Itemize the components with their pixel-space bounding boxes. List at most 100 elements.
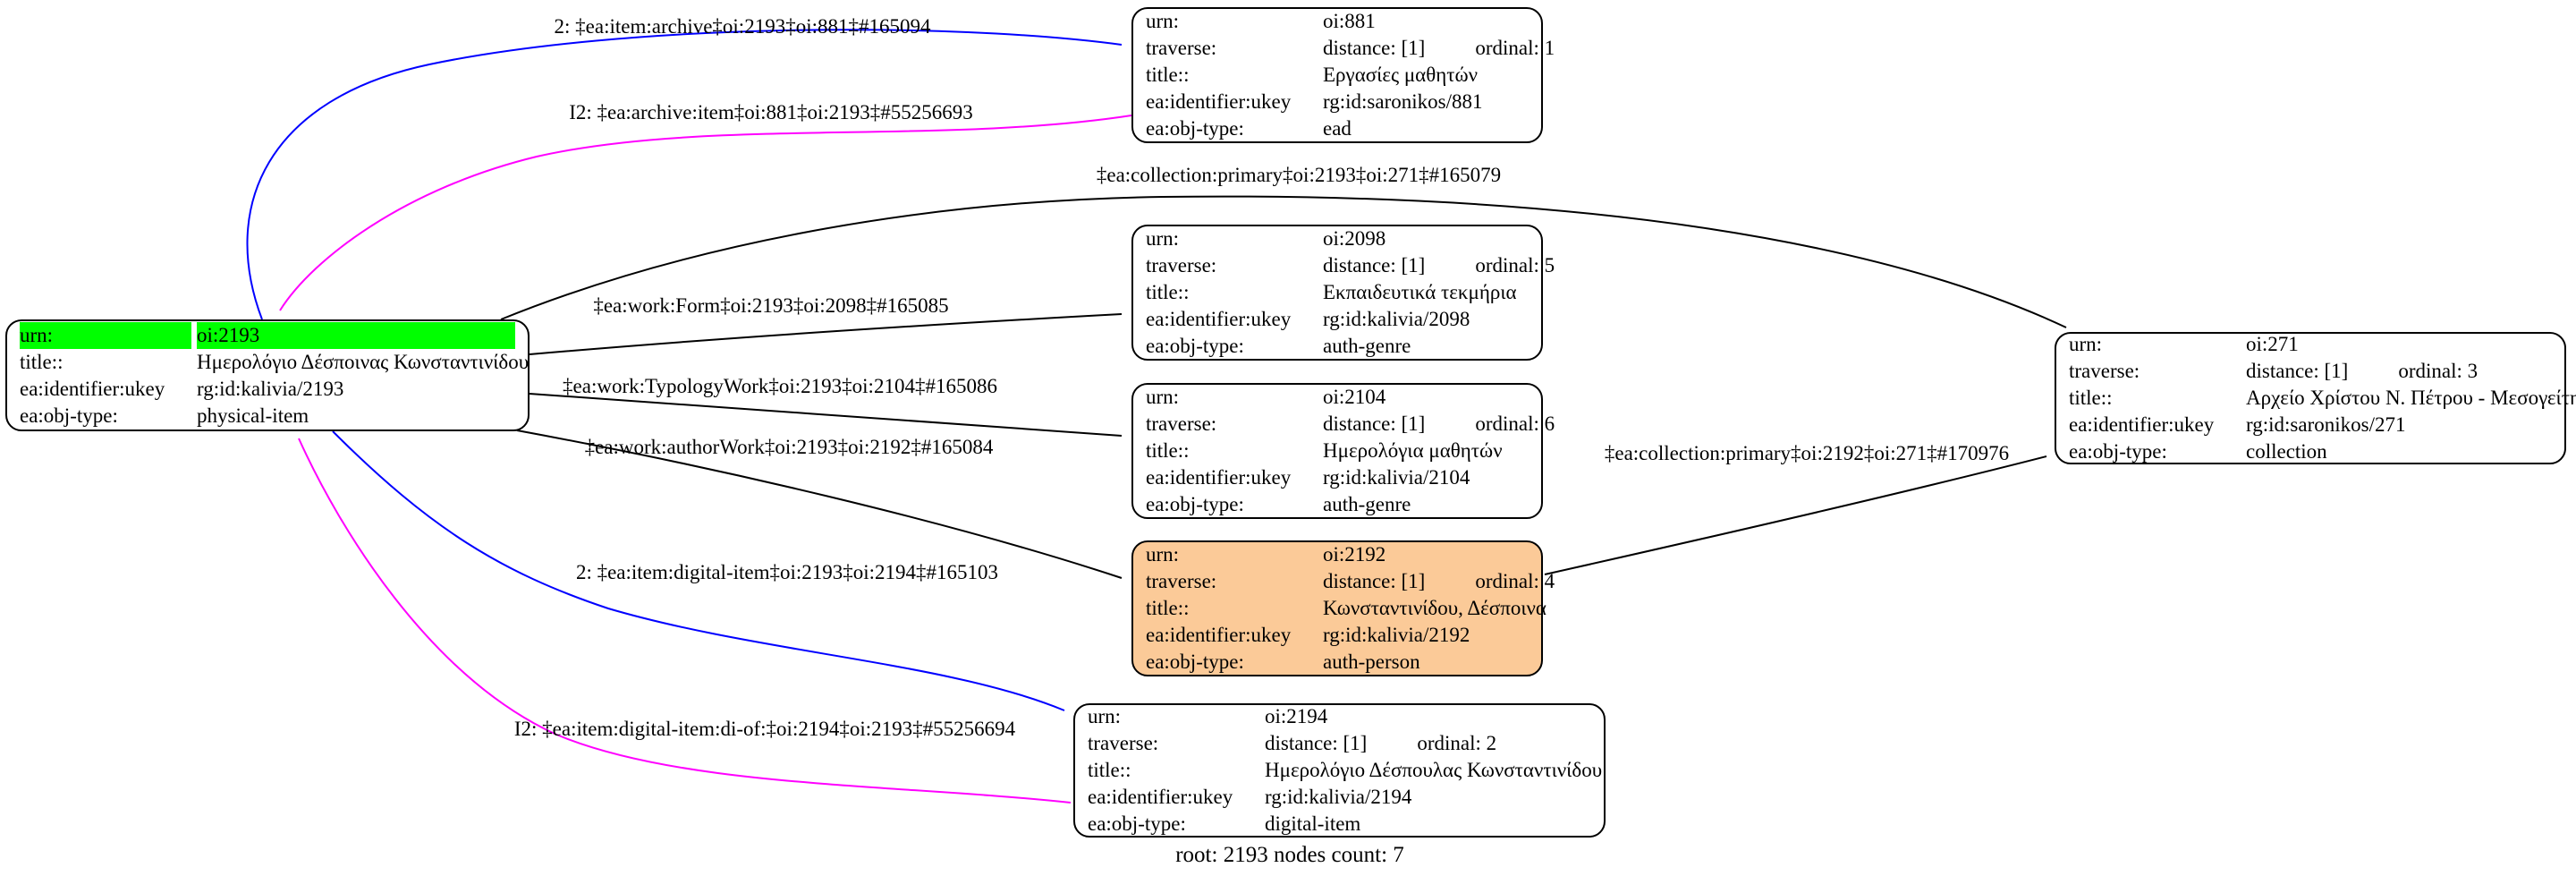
edge-2192-271 — [1544, 455, 2047, 575]
field-value: physical-item — [197, 404, 309, 427]
edge-label-2193-2194: 2: ‡ea:item:digital-item‡oi:2193‡oi:2194… — [575, 561, 999, 583]
field-value: auth-genre — [1323, 335, 1411, 357]
field-value: oi:881 — [1323, 10, 1376, 32]
node-2104-row: traverse:distance: [1]ordinal: 6 — [1146, 411, 1555, 438]
edge-label-2194-2193: I2: ‡ea:item:digital-item:di-of:‡oi:2194… — [513, 718, 1016, 740]
node-2192-row: ea:obj-type: auth-person — [1146, 649, 1529, 676]
edge-2193-2104 — [529, 393, 1123, 437]
field-label: ea:obj-type: — [1146, 493, 1244, 515]
field-value: distance: [1] ordinal: 5 — [1323, 252, 1555, 279]
field-value: rg:id:kalivia/2192 — [1323, 624, 1470, 646]
field-value: Εργασίες μαθητών — [1323, 64, 1479, 86]
node-2104-row: urn:oi:2104 — [1146, 384, 1529, 411]
field-value-ordinal: ordinal: 5 — [1475, 254, 1555, 276]
field-value-ordinal: ordinal: 1 — [1475, 37, 1555, 59]
field-label: urn: — [2069, 333, 2103, 355]
graph-caption: root: 2193 nodes count: 7 — [1175, 843, 1404, 867]
field-label: ea:identifier:ukey — [20, 377, 165, 400]
node-2192-row: traverse: distance: [1]ordinal: 4 — [1146, 568, 1555, 595]
node-2193-row: title::Ημερολόγιο Δέσποινας Κωνσταντινίδ… — [20, 349, 529, 376]
node-2098-row: traverse: distance: [1] ordinal: 5 — [1146, 252, 1555, 279]
field-label: traverse: — [1088, 732, 1159, 754]
edge-881-2193 — [279, 115, 1132, 311]
field-label: title:: — [2069, 387, 2113, 409]
node-2194-row: title::Ημερολόγιο Δέσπουλας Κωνσταντινίδ… — [1088, 757, 1602, 784]
node-881-row: urn: oi:881 — [1146, 8, 1529, 35]
edge-2193-2194 — [332, 430, 1065, 711]
field-value-distance: distance: [1] — [1265, 732, 1368, 754]
edge-2193-2192 — [516, 429, 1123, 579]
field-label: ea:obj-type: — [1146, 335, 1244, 357]
field-value: auth-genre — [1323, 493, 1411, 515]
field-value: oi:2194 — [1265, 705, 1328, 727]
field-label: ea:obj-type: — [20, 404, 118, 427]
node-881-row: title::Εργασίες μαθητών — [1146, 62, 1529, 89]
field-label: ea:identifier:ukey — [1146, 466, 1292, 489]
field-value-ordinal: ordinal: 3 — [2398, 360, 2479, 382]
field-label: title:: — [1088, 759, 1131, 781]
field-label: urn: — [1146, 10, 1180, 32]
field-value: oi:2098 — [1323, 227, 1386, 250]
field-label: title:: — [1146, 597, 1190, 619]
field-label: urn: — [1146, 543, 1180, 566]
edge-label-2193-2192: ‡ea:work:authorWork‡oi:2193‡oi:2192‡#165… — [584, 436, 994, 458]
node-2104-row: ea:obj-type: auth-genre — [1146, 491, 1529, 518]
field-label: traverse: — [1146, 254, 1217, 276]
node-2098-row: title::Εκπαιδευτικά τεκμήρια — [1146, 279, 1529, 306]
field-value: distance: [1]ordinal: 1 — [1323, 35, 1555, 62]
field-label: ea:obj-type: — [1146, 651, 1244, 673]
field-label: traverse: — [2069, 360, 2140, 382]
field-value: Αρχείο Χρίστου Ν. Πέτρου - Μεσογείτη — [2246, 387, 2576, 409]
field-value: oi:2193 — [197, 321, 515, 349]
field-value-distance: distance: [1] — [1323, 570, 1426, 592]
field-value-distance: distance: [1] — [1323, 254, 1426, 276]
edge-label-2193-2098: ‡ea:work:Form‡oi:2193‡oi:2098‡#165085 — [593, 294, 949, 317]
field-value: distance: [1]ordinal: 3 — [2246, 358, 2552, 385]
field-label: title:: — [20, 350, 64, 373]
field-label: ea:identifier:ukey — [1146, 308, 1292, 330]
node-2194-row: traverse: distance: [1]ordinal: 2 — [1088, 730, 1591, 757]
field-label: ea:identifier:ukey — [1088, 786, 1233, 808]
field-value: digital-item — [1265, 812, 1361, 835]
graph-node-2192[interactable]: urn: oi:2192 traverse: distance: [1]ordinal… — [1131, 540, 1555, 676]
field-value: rg:id:saronikos/881 — [1323, 90, 1483, 113]
field-value: rg:id:kalivia/2098 — [1323, 308, 1470, 330]
field-value: ead — [1323, 117, 1352, 140]
field-value: Ημερολόγια μαθητών — [1323, 439, 1503, 462]
node-881-row: traverse: distance: [1]ordinal: 1 — [1146, 35, 1555, 62]
field-value: oi:2192 — [1323, 543, 1386, 566]
field-label: title:: — [1146, 64, 1190, 86]
field-value: auth-person — [1323, 651, 1420, 673]
field-value: rg:id:kalivia/2194 — [1265, 786, 1412, 808]
field-label: ea:identifier:ukey — [1146, 624, 1292, 646]
field-value: Ημερολόγιο Δέσπουλας Κωνσταντινίδου — [1265, 759, 1603, 781]
node-2194-row: ea:identifier:ukey rg:id:kalivia/2194 — [1088, 784, 1591, 811]
graph-node-881[interactable]: urn: oi:881 traverse: distance: [1]ordinal:… — [1131, 7, 1555, 143]
field-label: traverse: — [1146, 570, 1217, 592]
field-value: distance: [1]ordinal: 2 — [1265, 730, 1591, 757]
node-2192-row: urn: oi:2192 — [1146, 541, 1529, 568]
edge-label-2193-271: ‡ea:collection:primary‡oi:2193‡oi:271‡#1… — [1096, 164, 1502, 186]
node-271-row: urn:oi:271 — [2069, 331, 2552, 358]
field-value: distance: [1]ordinal: 6 — [1323, 411, 1555, 438]
node-271-row: ea:obj-type:collection — [2069, 438, 2552, 465]
field-label: ea:identifier:ukey — [2069, 413, 2215, 436]
field-label: ea:identifier:ukey — [1146, 90, 1292, 113]
edge-2193-2098 — [529, 313, 1123, 355]
field-value: collection — [2246, 440, 2327, 463]
field-value: distance: [1]ordinal: 4 — [1323, 568, 1555, 595]
node-2194-row: urn:oi:2194 — [1088, 703, 1591, 730]
field-label: urn: — [20, 321, 191, 349]
field-label: ea:obj-type: — [1146, 117, 1244, 140]
node-881-row: ea:identifier:ukey rg:id:saronikos/881 — [1146, 89, 1529, 115]
field-label: traverse: — [1146, 37, 1217, 59]
edge-label-2193-881: 2: ‡ea:item:archive‡oi:2193‡oi:881‡#1650… — [554, 15, 931, 38]
node-2098-row: ea:obj-type: auth-genre — [1146, 333, 1529, 360]
